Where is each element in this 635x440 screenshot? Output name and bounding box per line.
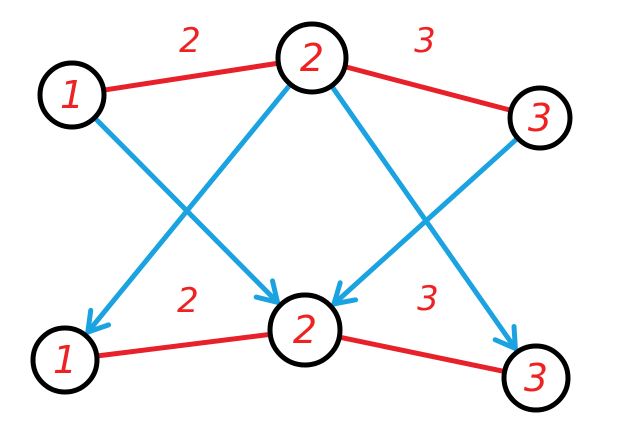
node-b2: 2 [267, 292, 343, 368]
node-t1: 1 [37, 60, 107, 130]
blue-arrow-t3-b2 [331, 132, 524, 307]
node-circle [501, 343, 571, 413]
node-label: 2 [293, 308, 317, 352]
arrowhead [492, 324, 518, 352]
node-label: 3 [528, 96, 552, 140]
node-label: 3 [524, 356, 548, 400]
node-circle [507, 85, 573, 151]
node-circle [267, 292, 343, 368]
node-circle [275, 21, 349, 95]
arrowhead [253, 278, 281, 305]
node-b1: 1 [30, 325, 100, 395]
red-edges [92, 60, 516, 375]
red-edge-b2-b3 [334, 334, 510, 375]
edge-weight-label: 3 [417, 279, 439, 319]
edge-weights: 2 3 2 3 [177, 21, 439, 321]
blue-arrows [85, 78, 524, 352]
red-edge-t2-t3 [340, 63, 516, 114]
node-label: 1 [53, 338, 77, 382]
node-t3: 3 [507, 85, 573, 151]
blue-arrow-t2-b3 [326, 80, 518, 352]
blue-arrow-t1-b2 [89, 112, 281, 305]
blue-arrow-t2-b1 [85, 78, 296, 335]
nodes: 1 2 3 1 2 3 [30, 21, 573, 413]
node-b3: 3 [501, 343, 571, 413]
edge-weight-label: 2 [179, 21, 201, 61]
edge-weight-label: 3 [414, 21, 436, 61]
arrowhead [85, 307, 112, 335]
red-edge-t1-t2 [99, 60, 283, 93]
node-t2: 2 [275, 21, 349, 95]
node-circle [37, 60, 107, 130]
node-label: 2 [300, 36, 324, 80]
node-circle [30, 325, 100, 395]
node-label: 1 [60, 73, 84, 117]
red-edge-b1-b2 [92, 331, 275, 359]
edge-weight-label: 2 [177, 281, 199, 321]
arrowhead [331, 280, 359, 307]
